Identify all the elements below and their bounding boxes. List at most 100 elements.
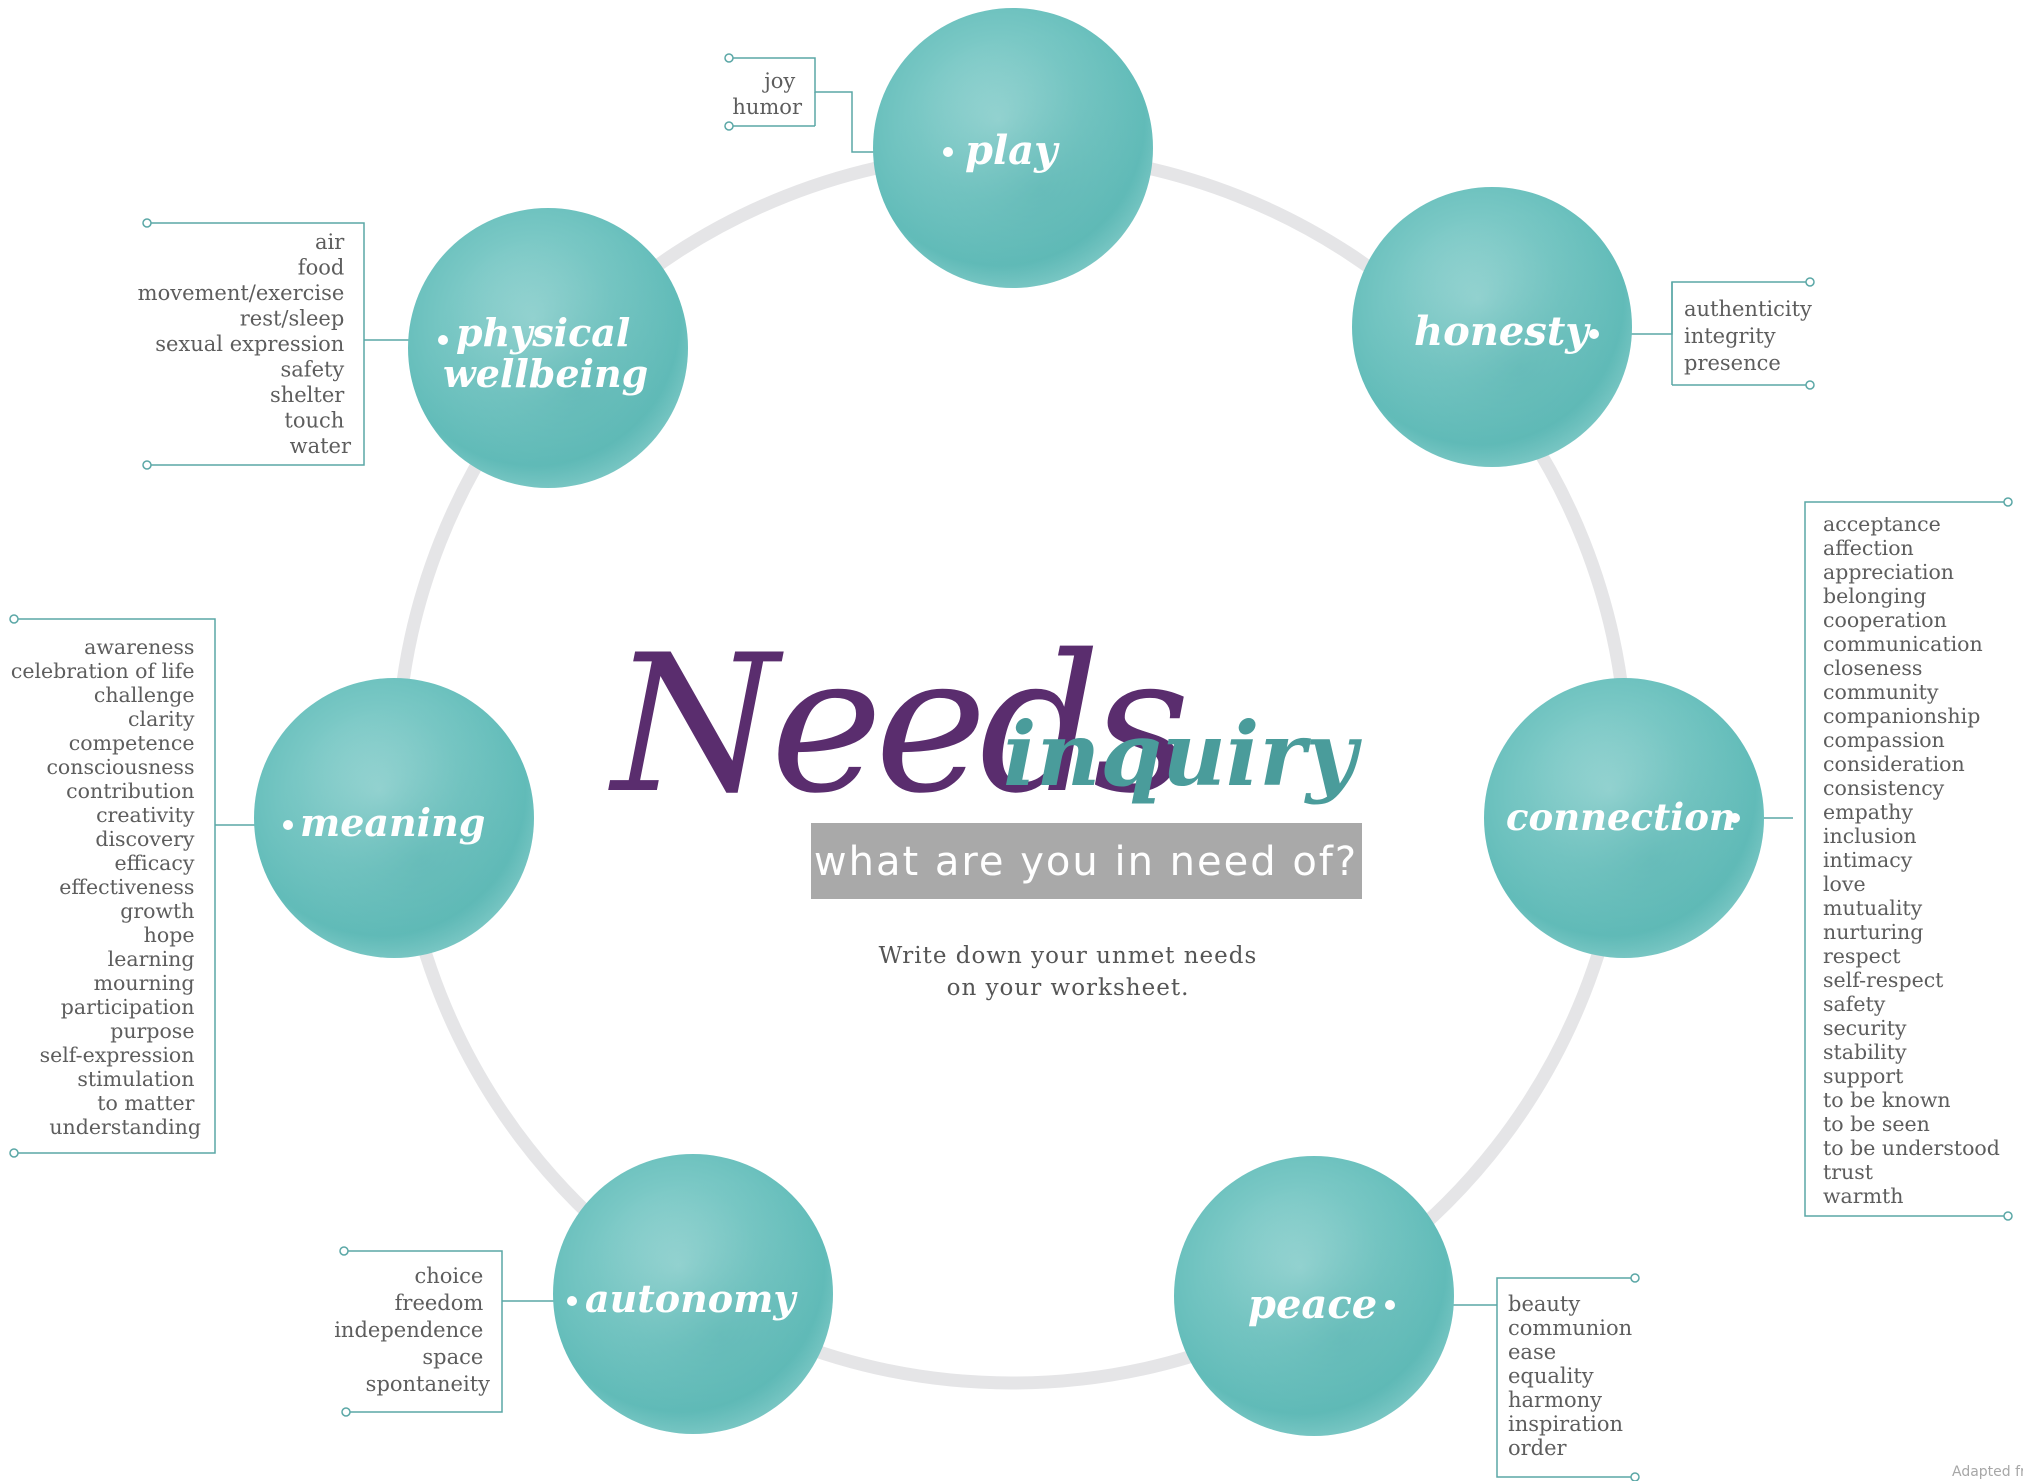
need-item: appreciation: [1823, 560, 1954, 584]
connection-label: connection: [1506, 795, 1736, 839]
meaning-endpoint-top: [9, 614, 19, 624]
connection-endpoint-bottom: [2003, 1211, 2013, 1221]
title-needs: Needs: [608, 614, 1185, 835]
need-item: mourning: [94, 971, 195, 995]
category-peace: peace beauty communion ease equality har…: [1174, 1156, 1640, 1481]
need-item: to matter: [97, 1091, 194, 1115]
need-item: rest/sleep: [240, 307, 345, 331]
meaning-bubble-texture: [254, 678, 534, 958]
connection-endpoint-top: [2003, 497, 2013, 507]
need-item: creativity: [96, 803, 195, 827]
need-item: shelter: [270, 383, 345, 407]
need-item: challenge: [94, 683, 195, 707]
need-item: stability: [1823, 1040, 1907, 1064]
need-item: choice: [414, 1264, 483, 1288]
need-item: efficacy: [114, 851, 194, 875]
need-item: community: [1823, 680, 1939, 704]
physical-bracket: [147, 222, 365, 466]
need-item: awareness: [84, 635, 194, 659]
need-item: harmony: [1508, 1388, 1602, 1412]
play-endpoint-top: [724, 53, 734, 63]
peace-label: peace: [1248, 1281, 1377, 1328]
need-item: humor: [732, 95, 803, 119]
physical-label-line: wellbeing: [443, 351, 648, 396]
category-play: play joy humor: [724, 8, 1153, 288]
play-need-list: joy humor: [732, 69, 803, 119]
need-item: acceptance: [1823, 512, 1941, 536]
category-autonomy: autonomy choice freedom independence spa…: [334, 1154, 833, 1434]
need-item: intimacy: [1823, 848, 1913, 872]
need-item: companionship: [1823, 704, 1980, 728]
physical-label-line: physical: [456, 310, 630, 355]
need-item: ease: [1508, 1340, 1556, 1364]
instruction-line-1: Write down your unmet needs: [879, 943, 1258, 969]
play-connector: [729, 57, 948, 153]
play-dot: [943, 147, 953, 157]
need-item: movement/exercise: [138, 281, 345, 305]
peace-endpoint-top: [1630, 1273, 1640, 1283]
need-item: air: [315, 230, 345, 254]
need-item: contribution: [66, 779, 194, 803]
need-item: presence: [1684, 351, 1781, 375]
need-item: warmth: [1823, 1184, 1903, 1208]
need-item: to be known: [1823, 1088, 1951, 1112]
need-item: independence: [334, 1318, 483, 1342]
need-item: to be seen: [1823, 1112, 1930, 1136]
need-item: discovery: [95, 827, 195, 851]
peace-need-list: beauty communion ease equality harmony i…: [1508, 1292, 1639, 1460]
meaning-need-list: awareness celebration of life challenge …: [11, 635, 201, 1139]
need-item: respect: [1823, 944, 1901, 968]
need-item: understanding: [49, 1115, 201, 1139]
need-item: safety: [1823, 992, 1886, 1016]
need-item: compassion: [1823, 728, 1945, 752]
physical-dot: [438, 335, 448, 345]
need-item: purpose: [110, 1019, 194, 1043]
need-item: inspiration: [1508, 1412, 1623, 1436]
physical-need-list: air food movement/exercise rest/sleep se…: [138, 230, 352, 458]
need-item: water: [290, 434, 352, 458]
meaning-endpoint-bottom: [9, 1148, 19, 1158]
physical-bubble-texture: [408, 208, 688, 488]
connection-dot: [1730, 813, 1740, 823]
need-item: communication: [1823, 632, 1983, 656]
need-item: competence: [69, 731, 195, 755]
need-item: effectiveness: [59, 875, 194, 899]
honesty-bubble-texture: [1352, 187, 1632, 467]
need-item: order: [1508, 1436, 1568, 1460]
need-item: touch: [284, 409, 344, 433]
instruction-line-2: on your worksheet.: [947, 975, 1190, 1001]
need-item: mutuality: [1823, 896, 1923, 920]
honesty-dot: [1589, 329, 1599, 339]
meaning-dot: [283, 820, 293, 830]
peace-dot: [1385, 1300, 1395, 1310]
need-item: self-respect: [1823, 968, 1944, 992]
title-inquiry: inquiry: [1003, 702, 1363, 806]
play-bubble-texture: [873, 8, 1153, 288]
physical-endpoint-top: [142, 218, 152, 228]
autonomy-dot: [567, 1296, 577, 1306]
need-item: growth: [120, 899, 194, 923]
need-item: beauty: [1508, 1292, 1580, 1316]
connection-bracket: [1804, 501, 2008, 1217]
category-physical-wellbeing: physical wellbeing air food movement/exe…: [138, 208, 688, 488]
need-item: participation: [61, 995, 195, 1019]
physical-endpoint-bottom: [142, 460, 152, 470]
autonomy-label: autonomy: [585, 1276, 798, 1321]
peace-bracket: [1496, 1277, 1635, 1478]
need-item: space: [422, 1345, 483, 1369]
need-item: spontaneity: [366, 1372, 490, 1396]
subtitle-text: what are you in need of?: [814, 839, 1358, 885]
category-connection: connection acceptance affection apprecia…: [1484, 497, 2013, 1221]
connection-need-list: acceptance affection appreciation belong…: [1823, 512, 2006, 1208]
connection-bubble-texture: [1484, 678, 1764, 958]
center-title: Needs inquiry what are you in need of? W…: [608, 614, 1363, 1001]
need-item: authenticity: [1684, 297, 1812, 321]
need-item: self-expression: [40, 1043, 195, 1067]
need-item: empathy: [1823, 800, 1913, 824]
need-item: sexual expression: [155, 332, 344, 356]
play-label: play: [965, 127, 1060, 174]
need-item: safety: [281, 358, 345, 382]
subtitle-banner: [811, 823, 1362, 899]
need-item: clarity: [128, 707, 195, 731]
need-item: love: [1823, 872, 1866, 896]
